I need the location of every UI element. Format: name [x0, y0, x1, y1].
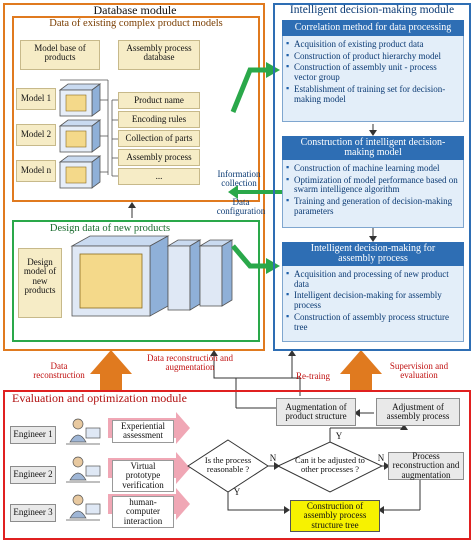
construction-tree-box: Construction of assembly process structu… — [290, 500, 380, 532]
construction-bullet: Training and generation of decision-maki… — [286, 196, 461, 216]
server-rack-icon — [70, 235, 234, 317]
model-n-cube-icon — [58, 155, 102, 189]
data-reconstruction-label: Data reconstruction — [33, 361, 85, 381]
construction-bullets: Construction of machine learning model O… — [286, 163, 461, 219]
model-n-box — [16, 160, 56, 182]
engineer-1-icon — [62, 416, 102, 448]
assembly-title: Intelligent decision-making for assembly… — [282, 242, 464, 266]
db-item-assembly-process: Assembly process — [118, 149, 200, 166]
label-y1: Y — [233, 487, 241, 497]
assembly-bullet: Construction of assembly process structu… — [286, 312, 461, 332]
database-module-title: Database module — [93, 3, 177, 17]
evaluation-module — [3, 390, 471, 540]
correlation-bullets: Acquisition of existing product data Con… — [286, 39, 461, 106]
engineer-3-box: Engineer 3 — [10, 504, 56, 522]
correlation-bullet: Acquisition of existing product data — [286, 39, 461, 50]
re-traing-label: Re-traing — [296, 371, 330, 381]
information-collection-label: Information collection — [217, 169, 261, 189]
assembly-db-label: Assembly process database — [126, 43, 192, 63]
activity-hci: human-computer interaction — [112, 496, 174, 529]
intelligent-module-title: Intelligent decision-making module — [289, 4, 455, 16]
construction-bullet: Construction of machine learning model — [286, 163, 461, 174]
decision-1-label: Is the process reasonable ? — [204, 455, 252, 474]
existing-models-group — [12, 16, 260, 202]
evaluation-module-title: Evaluation and optimization module — [12, 391, 187, 405]
model-base-label: Model base of products — [34, 43, 86, 63]
activity-experiential: Experiential assessment — [112, 420, 174, 443]
model-1-cube-icon — [58, 83, 102, 117]
adjustment-box: Adjustment of assembly process — [376, 398, 460, 426]
existing-models-title: Data of existing complex product models — [49, 18, 223, 29]
db-item-ellipsis: ... — [118, 168, 200, 185]
assembly-db-box — [118, 40, 200, 70]
model-2-box — [16, 124, 56, 146]
correlation-title: Correlation method for data processing — [282, 20, 464, 36]
model-base-box — [20, 40, 100, 70]
db-item-collection-parts: Collection of parts — [118, 130, 200, 147]
assembly-bullet: Acquisition and processing of new produc… — [286, 269, 461, 289]
label-n2: N — [377, 453, 385, 463]
assembly-bullet: Intelligent decision-making for assembly… — [286, 290, 461, 310]
decision-diamond-2 — [276, 441, 384, 493]
orange-arrow-right — [340, 350, 382, 390]
data-configuration-label: Data configuration — [216, 197, 266, 217]
activity-virtual: Virtual prototype verification — [112, 460, 174, 493]
design-model-box — [18, 248, 62, 318]
construction-bullet: Optimization of model performance based … — [286, 175, 461, 195]
database-module — [3, 3, 265, 351]
model-2-cube-icon — [58, 119, 102, 153]
augmentation-structure-box: Augmentation of product structure — [276, 398, 356, 426]
correlation-bullet: Construction of assembly unit - process … — [286, 62, 461, 82]
db-item-product-name: Product name — [118, 92, 200, 109]
correlation-bullet: Establishment of training set for decisi… — [286, 84, 461, 104]
design-model-label: Design model of new products — [23, 257, 57, 296]
supervision-label: Supervision and evaluation — [389, 361, 449, 381]
engineer-2-box: Engineer 2 — [10, 466, 56, 484]
model-n-label: Model n — [20, 165, 52, 175]
intelligent-module — [273, 3, 471, 351]
orange-arrow-left — [90, 350, 132, 390]
reconstruction-box: Process reconstruction and augmentation — [388, 451, 464, 480]
new-products-group — [12, 220, 260, 342]
db-item-encoding-rules: Encoding rules — [118, 111, 200, 128]
model-1-label: Model 1 — [20, 93, 52, 103]
correlation-bullet: Construction of product hierarchy model — [286, 51, 461, 62]
decision-2-label: Can it be adjusted to other processes ? — [295, 455, 365, 474]
engineer-3-icon — [62, 492, 102, 524]
model-2-label: Model 2 — [20, 129, 52, 139]
data-reconstruction-augmentation-label: Data reconstruction and augmentation — [147, 353, 233, 373]
assembly-bullets: Acquisition and processing of new produc… — [286, 269, 461, 334]
new-products-title: Design data of new products — [49, 223, 171, 234]
engineer-1-box: Engineer 1 — [10, 426, 56, 444]
label-y2: Y — [335, 431, 343, 441]
label-n1: N — [269, 453, 277, 463]
engineer-2-icon — [62, 454, 102, 486]
construction-title: Construction of intelligent decision-mak… — [282, 136, 464, 160]
model-1-box — [16, 88, 56, 110]
